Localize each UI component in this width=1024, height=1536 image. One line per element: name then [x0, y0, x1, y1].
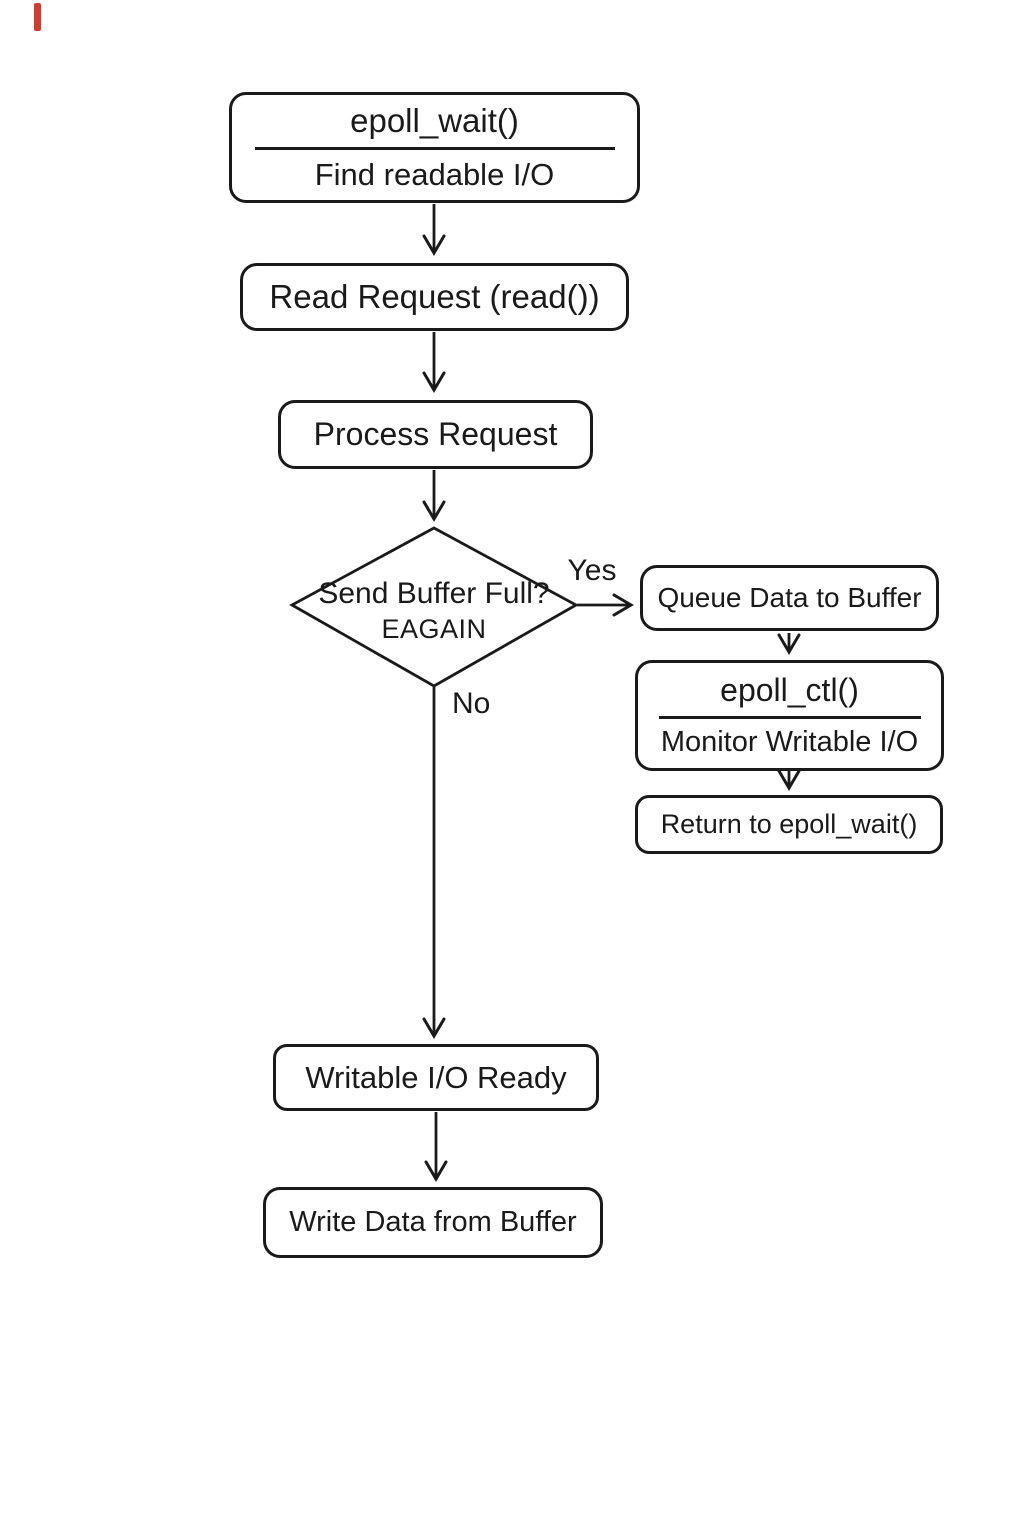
- read-request-label: Read Request (read()): [269, 278, 600, 316]
- node-decision-text: Send Buffer Full? EAGAIN: [292, 577, 576, 645]
- epoll-wait-subtitle: Find readable I/O: [314, 157, 555, 193]
- epoll-ctl-subtitle: Monitor Writable I/O: [660, 725, 919, 758]
- node-read-request: Read Request (read()): [240, 263, 629, 331]
- edge-label-no: No: [452, 687, 491, 720]
- red-pen-mark: [34, 3, 41, 31]
- node-queue-data: Queue Data to Buffer: [640, 565, 939, 631]
- node-return-epoll-wait: Return to epoll_wait(): [635, 795, 943, 854]
- node-epoll-wait: epoll_wait() Find readable I/O: [229, 92, 640, 203]
- process-request-label: Process Request: [313, 416, 558, 453]
- decision-diamond: [289, 526, 579, 688]
- epoll-ctl-title: epoll_ctl(): [720, 671, 859, 708]
- write-data-label: Write Data from Buffer: [289, 1205, 577, 1238]
- node-write-data: Write Data from Buffer: [263, 1187, 603, 1258]
- epoll-wait-title: epoll_wait(): [350, 102, 519, 140]
- epoll-ctl-divider: [658, 715, 921, 719]
- queue-data-label: Queue Data to Buffer: [657, 581, 922, 613]
- node-epoll-ctl: epoll_ctl() Monitor Writable I/O: [635, 660, 944, 771]
- epoll-wait-divider: [254, 147, 615, 151]
- node-process-request: Process Request: [278, 400, 593, 469]
- decision-question: Send Buffer Full?: [318, 577, 550, 610]
- decision-errno: EAGAIN: [381, 614, 487, 644]
- writable-ready-label: Writable I/O Ready: [305, 1059, 567, 1095]
- return-epoll-wait-label: Return to epoll_wait(): [660, 808, 918, 839]
- node-writable-ready: Writable I/O Ready: [273, 1044, 599, 1111]
- edge-label-yes: Yes: [567, 554, 617, 587]
